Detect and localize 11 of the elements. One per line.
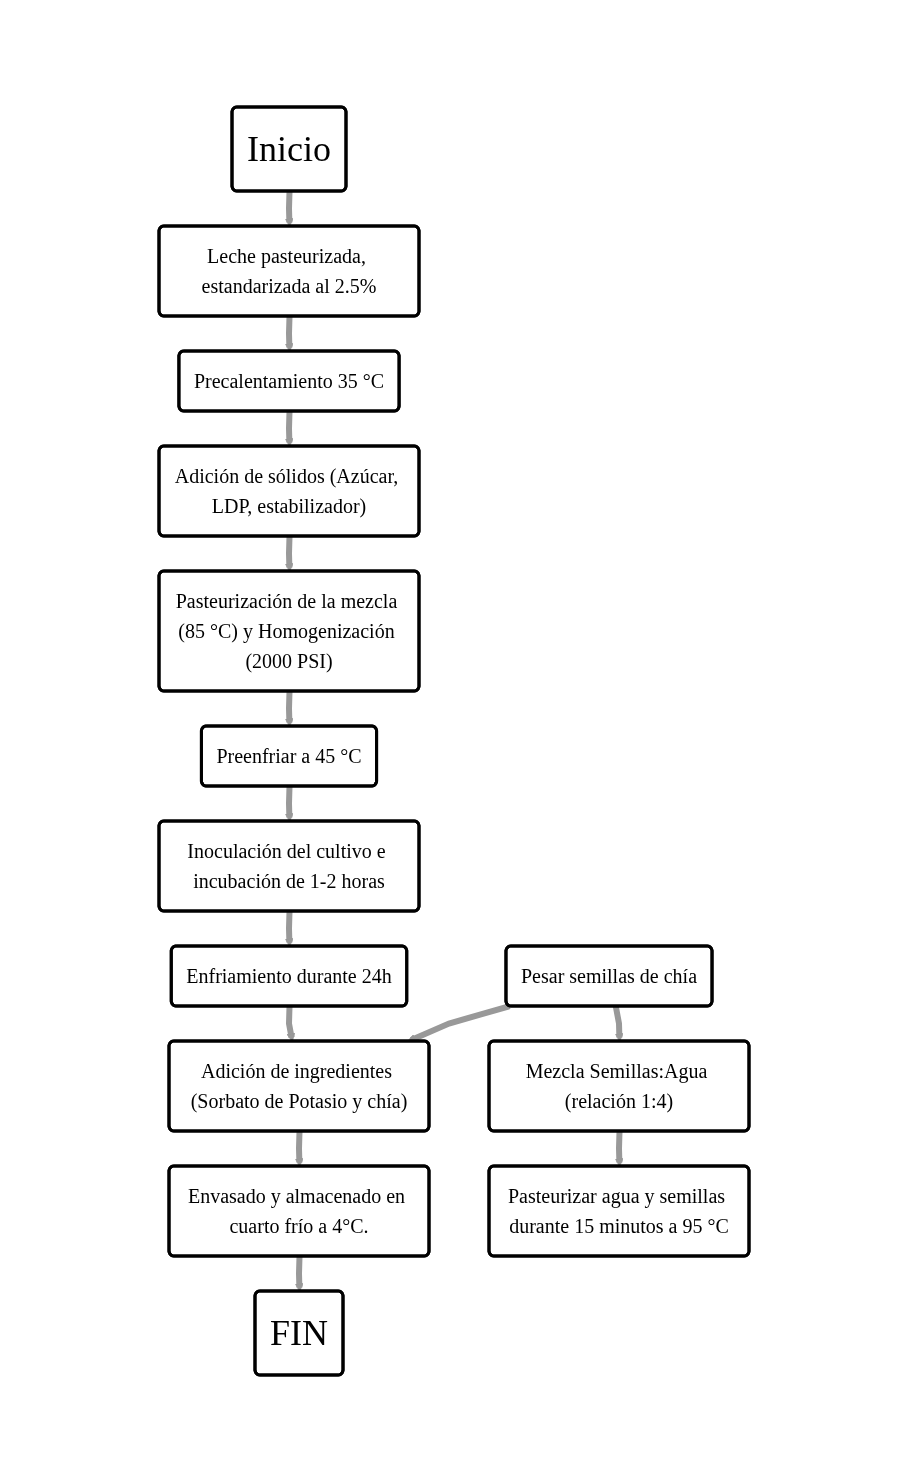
arrow: [614, 1131, 624, 1167]
arrow: [284, 536, 294, 572]
arrow: [284, 191, 294, 227]
arrow: [284, 316, 294, 352]
arrow: [294, 1131, 304, 1167]
arrow: [294, 1256, 304, 1292]
arrow: [284, 786, 294, 822]
arrow: [284, 911, 294, 947]
arrow: [284, 691, 294, 727]
arrow: [285, 1006, 295, 1042]
arrow: [284, 411, 294, 447]
